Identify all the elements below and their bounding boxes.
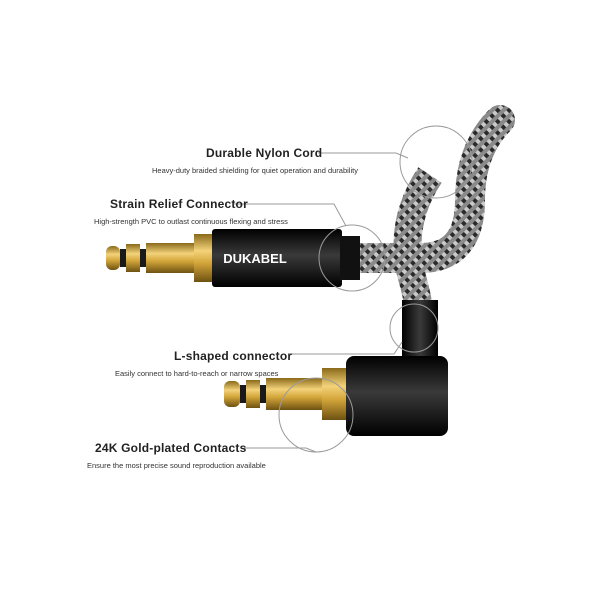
feature-title: Strain Relief Connector (110, 197, 248, 211)
leader-gold (244, 447, 317, 453)
feature-title: Durable Nylon Cord (206, 146, 323, 160)
callouts (234, 125, 473, 453)
l-shaped-plug (224, 300, 448, 436)
feature-strain-relief-connector: Strain Relief Connector High-strength PV… (94, 197, 288, 226)
feature-description: High-strength PVC to outlast continuous … (94, 217, 288, 226)
callout-circle-lshape (389, 303, 439, 353)
leader-nylon (318, 152, 409, 159)
feature-description: Heavy-duty braided shielding for quiet o… (152, 166, 358, 175)
leader-strain (234, 203, 347, 227)
feature-title: 24K Gold-plated Contacts (95, 441, 247, 455)
feature-durable-nylon-cord: Durable Nylon Cord Heavy-duty braided sh… (152, 146, 358, 175)
feature-description: Ensure the most precise sound reproducti… (87, 461, 266, 470)
brand-label: DUKABEL (223, 251, 287, 266)
leader-lshape (290, 341, 403, 355)
straight-plug: DUKABEL (106, 229, 360, 287)
callout-circle-strain (318, 224, 386, 292)
braided-cord-upper (341, 105, 515, 273)
feature-description: Easily connect to hard-to-reach or narro… (115, 369, 279, 378)
feature-gold-plated-contacts: 24K Gold-plated Contacts Ensure the most… (87, 441, 266, 470)
feature-l-shaped-connector: L-shaped connector Easily connect to har… (115, 349, 293, 378)
feature-title: L-shaped connector (174, 349, 293, 363)
callout-circle-nylon (399, 125, 473, 199)
